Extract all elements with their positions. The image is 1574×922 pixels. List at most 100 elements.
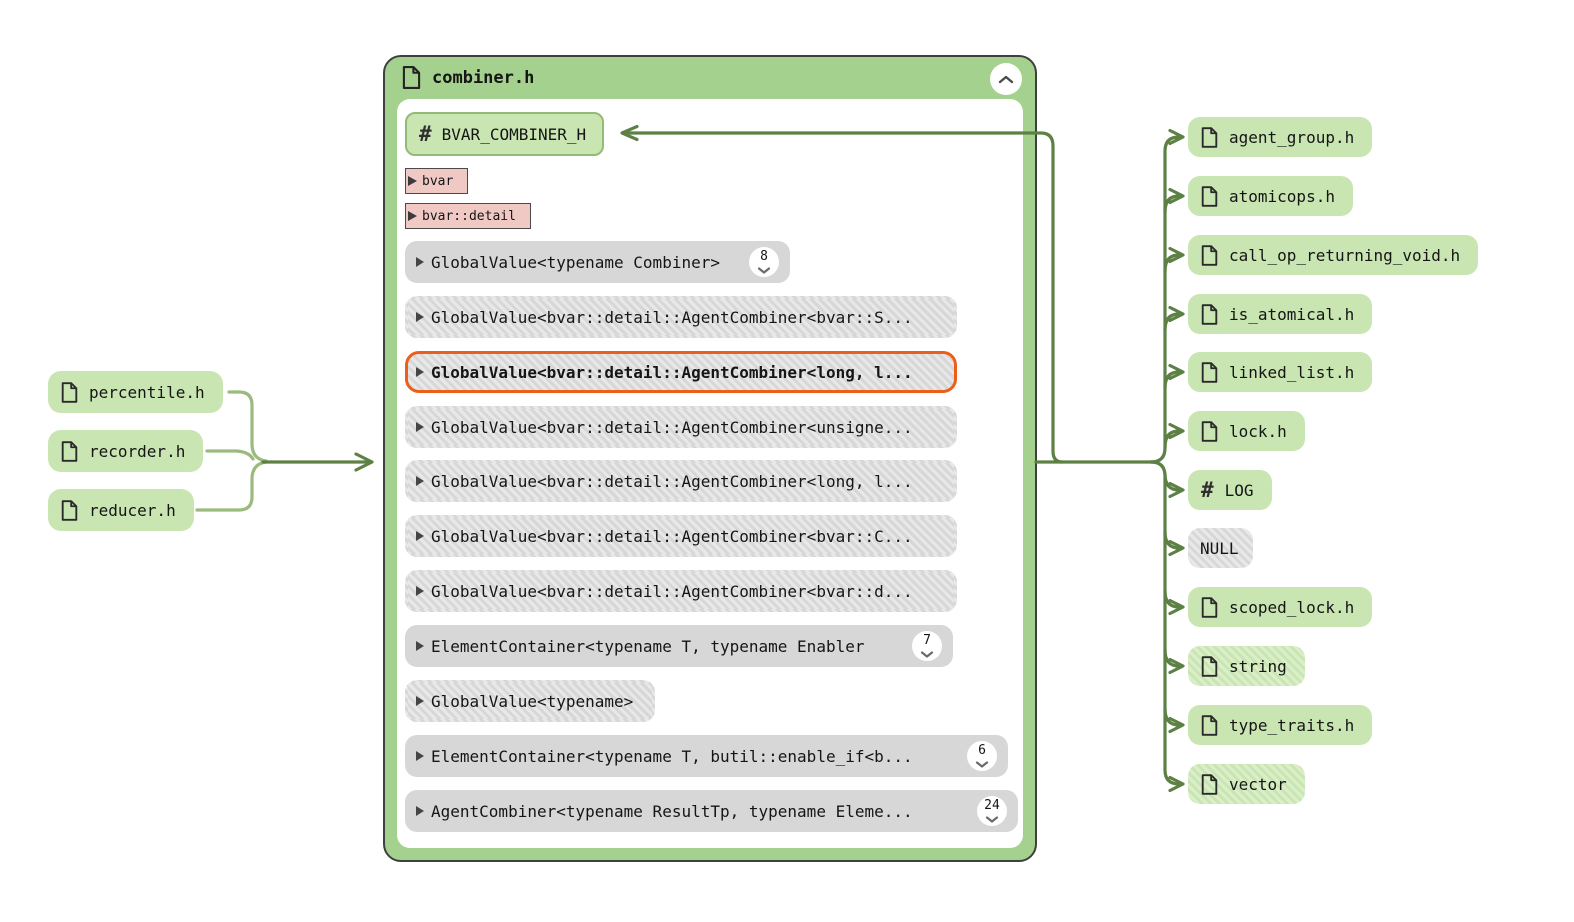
file-icon: [61, 440, 78, 462]
file-icon: [1201, 655, 1218, 677]
namespace-node-bvar-detail[interactable]: bvar::detail: [405, 203, 531, 229]
symbol-label: AgentCombiner<typename ResultTp, typenam…: [431, 801, 913, 821]
file-label: atomicops.h: [1229, 186, 1335, 206]
panel-title-label: combiner.h: [432, 67, 535, 88]
file-icon: [1201, 126, 1218, 148]
symbol-node[interactable]: AgentCombiner<typename ResultTp, typenam…: [405, 790, 1018, 832]
symbol-node[interactable]: GlobalValue<bvar::detail::AgentCombiner<…: [405, 460, 957, 502]
file-label: percentile.h: [89, 382, 205, 402]
symbol-label: GlobalValue<bvar::detail::AgentCombiner<…: [431, 307, 913, 327]
file-node-reducer[interactable]: reducer.h: [48, 489, 194, 531]
file-node-lock[interactable]: lock.h: [1188, 411, 1305, 451]
triangle-right-icon: [416, 751, 424, 761]
symbol-label: GlobalValue<bvar::detail::AgentCombiner<…: [431, 526, 913, 546]
symbol-node[interactable]: GlobalValue<typename Combiner> 8: [405, 241, 790, 283]
macro-label: LOG: [1224, 480, 1254, 500]
symbol-label: ElementContainer<typename T, butil::enab…: [431, 746, 913, 766]
symbol-node[interactable]: GlobalValue<bvar::detail::AgentCombiner<…: [405, 570, 957, 612]
file-node-agent-group[interactable]: agent_group.h: [1188, 117, 1373, 157]
symbol-node[interactable]: GlobalValue<typename>: [405, 680, 655, 722]
symbol-label: GlobalValue<typename>: [431, 691, 634, 711]
triangle-right-icon: [408, 211, 417, 221]
macro-label: BVAR_COMBINER_H: [441, 124, 587, 144]
file-label: recorder.h: [89, 441, 186, 461]
file-icon: [1201, 420, 1218, 442]
file-node-is-atomical[interactable]: is_atomical.h: [1188, 294, 1373, 334]
symbol-node[interactable]: GlobalValue<bvar::detail::AgentCombiner<…: [405, 296, 957, 338]
file-label: scoped_lock.h: [1229, 597, 1355, 617]
triangle-right-icon: [416, 312, 424, 322]
file-label: linked_list.h: [1229, 362, 1355, 382]
file-icon: [61, 499, 78, 521]
symbol-node-selected[interactable]: GlobalValue<bvar::detail::AgentCombiner<…: [405, 351, 957, 393]
file-icon: [1201, 303, 1218, 325]
member-count: 24: [984, 798, 1000, 813]
macro-node-null[interactable]: NULL: [1188, 528, 1253, 568]
member-count-badge[interactable]: 7: [912, 631, 942, 661]
triangle-right-icon: [408, 176, 417, 186]
member-count: 7: [923, 633, 931, 648]
chevron-down-icon: [757, 267, 771, 274]
file-icon: [61, 381, 78, 403]
member-count-badge[interactable]: 8: [749, 247, 779, 277]
file-icon: [402, 66, 421, 89]
symbol-node[interactable]: ElementContainer<typename T, butil::enab…: [405, 735, 1008, 777]
symbol-node[interactable]: ElementContainer<typename T, typename En…: [405, 625, 953, 667]
member-count-badge[interactable]: 24: [977, 796, 1007, 826]
file-node-linked-list[interactable]: linked_list.h: [1188, 352, 1373, 392]
triangle-right-icon: [416, 531, 424, 541]
file-label: is_atomical.h: [1229, 304, 1355, 324]
file-label: string: [1229, 656, 1287, 676]
file-node-scoped-lock[interactable]: scoped_lock.h: [1188, 587, 1373, 627]
triangle-right-icon: [416, 476, 424, 486]
symbol-node[interactable]: GlobalValue<bvar::detail::AgentCombiner<…: [405, 406, 957, 448]
macro-node-log[interactable]: # LOG: [1188, 470, 1272, 510]
namespace-label: bvar: [422, 173, 454, 189]
symbol-label: GlobalValue<typename Combiner>: [431, 252, 720, 272]
member-count: 6: [978, 743, 986, 758]
file-icon: [1201, 185, 1218, 207]
file-label: lock.h: [1229, 421, 1287, 441]
file-node-call-op-returning-void[interactable]: call_op_returning_void.h: [1188, 235, 1479, 275]
file-label: type_traits.h: [1229, 715, 1355, 735]
namespace-label: bvar::detail: [422, 208, 516, 224]
symbol-label: GlobalValue<bvar::detail::AgentCombiner<…: [431, 362, 913, 382]
symbol-node[interactable]: GlobalValue<bvar::detail::AgentCombiner<…: [405, 515, 957, 557]
right-include-trunk: [1034, 135, 1181, 786]
symbol-label: ElementContainer<typename T, typename En…: [431, 636, 865, 656]
file-icon: [1201, 596, 1218, 618]
chevron-up-icon: [998, 75, 1014, 83]
right-arrowheads: [1168, 128, 1185, 793]
file-node-vector[interactable]: vector: [1188, 764, 1305, 804]
file-node-recorder[interactable]: recorder.h: [48, 430, 204, 472]
file-icon: [1201, 773, 1218, 795]
file-label: vector: [1229, 774, 1287, 794]
macro-label: NULL: [1200, 538, 1239, 558]
symbol-label: GlobalValue<bvar::detail::AgentCombiner<…: [431, 581, 913, 601]
symbol-label: GlobalValue<bvar::detail::AgentCombiner<…: [431, 417, 913, 437]
member-count-badge[interactable]: 6: [967, 741, 997, 771]
namespace-node-bvar[interactable]: bvar: [405, 168, 469, 194]
file-node-type-traits[interactable]: type_traits.h: [1188, 705, 1373, 745]
triangle-right-icon: [416, 422, 424, 432]
file-label: reducer.h: [89, 500, 176, 520]
panel-title[interactable]: combiner.h: [402, 66, 534, 89]
macro-node-bvar-combiner-h[interactable]: # BVAR_COMBINER_H: [405, 112, 605, 156]
file-node-string[interactable]: string: [1188, 646, 1305, 686]
triangle-right-icon: [416, 696, 424, 706]
file-node-atomicops[interactable]: atomicops.h: [1188, 176, 1353, 216]
member-count: 8: [760, 249, 768, 264]
file-icon: [1201, 244, 1218, 266]
hash-icon: #: [419, 121, 432, 146]
triangle-right-icon: [416, 367, 424, 377]
symbol-label: GlobalValue<bvar::detail::AgentCombiner<…: [431, 471, 913, 491]
file-label: agent_group.h: [1229, 127, 1355, 147]
file-icon: [1201, 361, 1218, 383]
file-node-percentile[interactable]: percentile.h: [48, 371, 223, 413]
chevron-down-icon: [985, 816, 999, 823]
collapse-button[interactable]: [990, 63, 1022, 95]
hash-icon: #: [1201, 477, 1214, 502]
chevron-down-icon: [975, 761, 989, 768]
left-include-arrow: [261, 452, 374, 472]
